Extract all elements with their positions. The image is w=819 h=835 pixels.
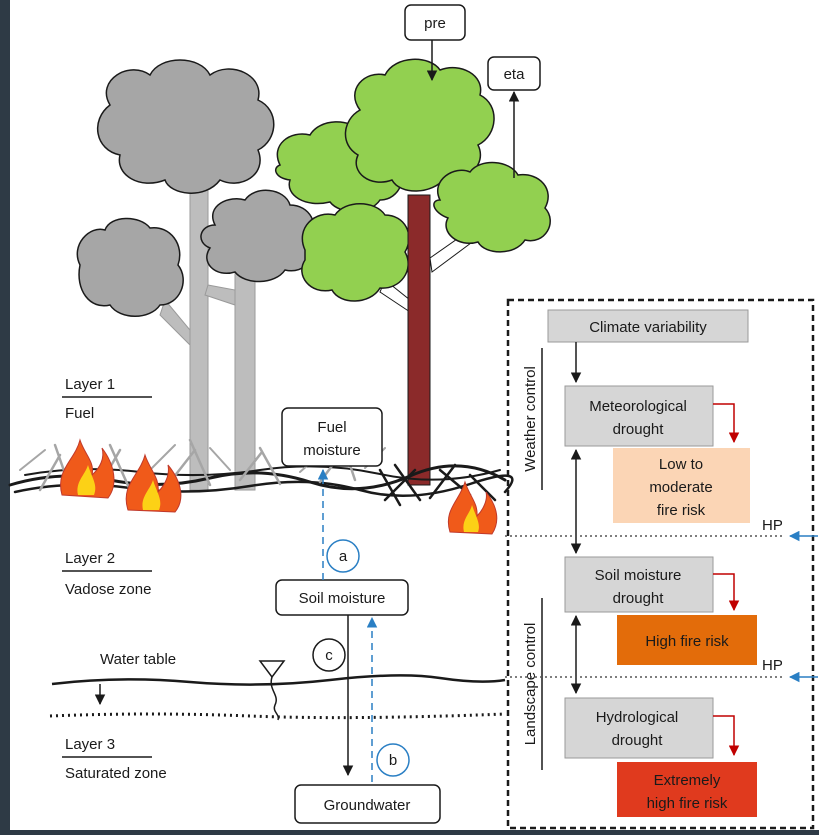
groundwater-box bbox=[294, 784, 441, 824]
pre-label: pre bbox=[424, 15, 446, 32]
extreme-risk-box bbox=[617, 762, 757, 817]
climate-variability-label: Climate variability bbox=[589, 319, 707, 336]
green-tree bbox=[274, 58, 551, 486]
meteo-risk-arrow bbox=[713, 403, 740, 444]
meteorological-drought-box bbox=[564, 385, 714, 447]
gray-tree-left bbox=[76, 59, 275, 491]
water-table-squiggle bbox=[270, 676, 280, 721]
water-table-label: Water table bbox=[100, 651, 176, 668]
eta-label: eta bbox=[504, 66, 526, 83]
layer2-label-group: Layer 2 Vadose zone bbox=[62, 550, 152, 598]
red-trunk bbox=[407, 194, 431, 486]
high-risk-label: High fire risk bbox=[645, 633, 729, 650]
layer1-title: Layer 1 bbox=[65, 376, 115, 393]
extreme-risk-line2: high fire risk bbox=[647, 795, 728, 812]
hydro-line2: drought bbox=[612, 732, 664, 749]
fuel-moisture-box bbox=[281, 407, 383, 467]
circle-a bbox=[326, 539, 360, 573]
low-risk-line3: fire risk bbox=[657, 502, 706, 519]
circle-c bbox=[312, 638, 346, 672]
saturation-dotted-line bbox=[49, 712, 506, 720]
high-risk-box bbox=[617, 615, 757, 665]
layer3-name: Saturated zone bbox=[65, 765, 167, 782]
meteo-line2: drought bbox=[613, 421, 665, 438]
hydro-line1: Hydrological bbox=[596, 709, 679, 726]
circle-b-label: b bbox=[389, 752, 397, 769]
circle-c-label: c bbox=[325, 647, 333, 664]
water-table-symbol-icon bbox=[258, 660, 286, 679]
layer3-label-group: Layer 3 Saturated zone bbox=[62, 736, 167, 782]
climate-variability-box bbox=[547, 309, 749, 343]
soil-moisture-drought-box bbox=[564, 556, 714, 613]
gray-tree-middle bbox=[200, 189, 315, 491]
green-canopy-top bbox=[344, 58, 495, 192]
circle-a-label: a bbox=[339, 548, 348, 565]
control-panel-frame bbox=[506, 298, 815, 830]
green-canopy-lower bbox=[301, 203, 410, 302]
soil-moisture-box bbox=[275, 579, 409, 616]
soil-risk-arrow bbox=[713, 573, 740, 612]
water-table-line bbox=[51, 674, 506, 686]
extreme-risk-line1: Extremely bbox=[654, 772, 721, 789]
hp-label-lower: HP bbox=[762, 657, 783, 674]
green-canopy-right bbox=[433, 161, 551, 253]
layer2-name: Vadose zone bbox=[65, 581, 151, 598]
weather-control-label: Weather control bbox=[522, 366, 539, 472]
gray-canopy-top bbox=[96, 59, 275, 194]
circle-b bbox=[376, 743, 410, 777]
soil-drought-line1: Soil moisture bbox=[595, 567, 682, 584]
eta-box bbox=[487, 56, 541, 91]
low-risk-box bbox=[613, 448, 750, 523]
layer3-title: Layer 3 bbox=[65, 736, 115, 753]
pre-box bbox=[404, 4, 466, 41]
fire-center bbox=[125, 453, 182, 513]
hydro-risk-arrow bbox=[713, 715, 740, 757]
hp-label-upper: HP bbox=[762, 517, 783, 534]
low-risk-line2: moderate bbox=[649, 479, 712, 496]
fuel-moisture-line1: Fuel bbox=[317, 419, 346, 436]
fire-right bbox=[447, 480, 498, 535]
soil-drought-line2: drought bbox=[613, 590, 665, 607]
soil-moisture-label: Soil moisture bbox=[299, 590, 386, 607]
landscape-control-label: Landscape control bbox=[522, 623, 539, 746]
groundwater-label: Groundwater bbox=[324, 797, 411, 814]
fire-left bbox=[60, 438, 115, 499]
fuel-moisture-line2: moisture bbox=[303, 442, 361, 459]
gray-canopy-left bbox=[76, 217, 184, 317]
layer2-title: Layer 2 bbox=[65, 550, 115, 567]
layer1-label-group: Layer 1 Fuel bbox=[62, 376, 152, 422]
meteo-line1: Meteorological bbox=[589, 398, 687, 415]
low-risk-line1: Low to bbox=[659, 456, 703, 473]
hydrological-drought-box bbox=[564, 697, 714, 759]
layer1-name: Fuel bbox=[65, 405, 94, 422]
